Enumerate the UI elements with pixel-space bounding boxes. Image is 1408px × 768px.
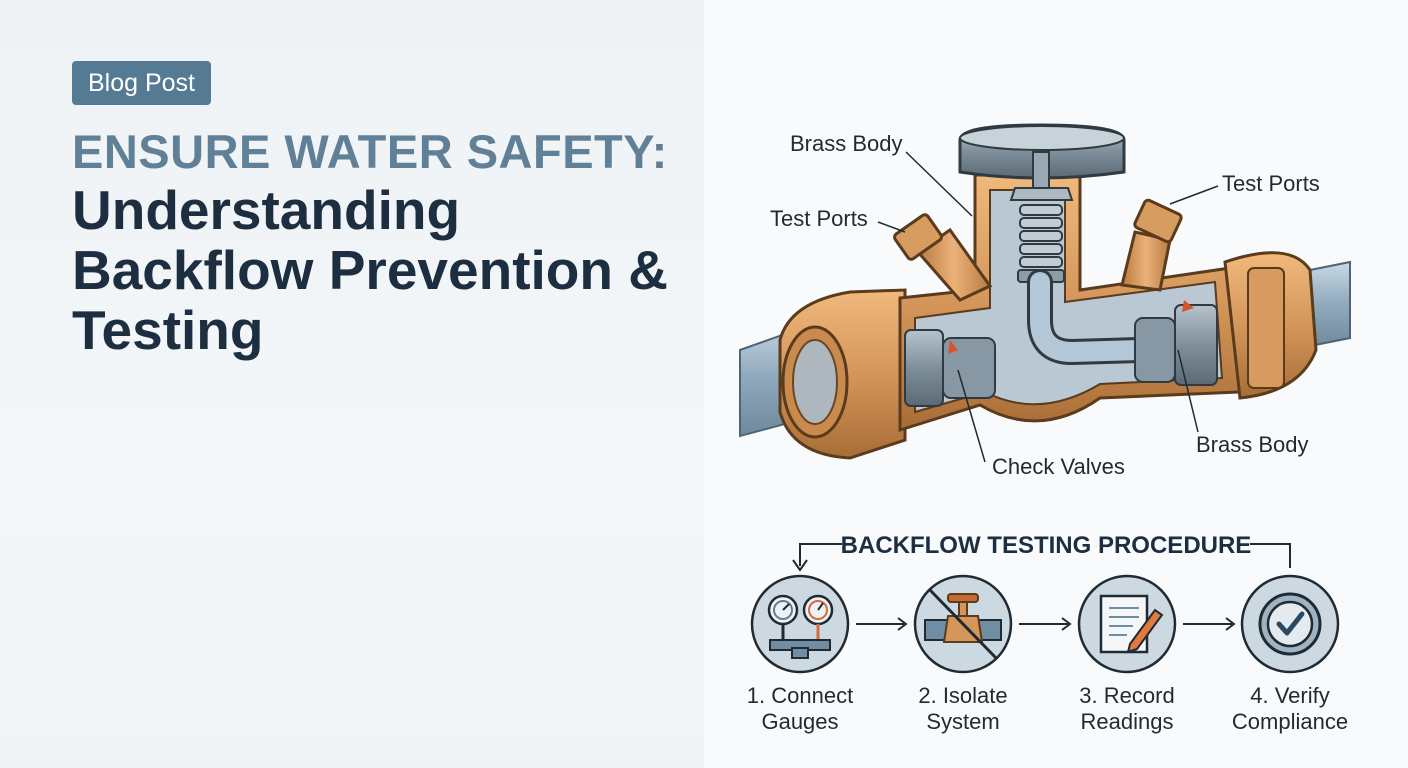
category-badge: Blog Post [72, 61, 212, 105]
step-4-label-line2: Compliance [1232, 709, 1348, 734]
step-connect-gauges [750, 574, 850, 674]
test-port-left [893, 213, 993, 302]
step-4-label-line1: 4. Verify [1250, 683, 1329, 708]
callout-brass-body-right: Brass Body [1196, 432, 1309, 457]
backflow-diagram: Brass Body Test Ports Test Ports Check V… [739, 123, 1351, 734]
check-valve-right [1134, 300, 1218, 386]
step-isolate-system [913, 574, 1013, 674]
step-record-readings [1077, 574, 1177, 674]
procedure-title: BACKFLOW TESTING PROCEDURE [841, 532, 1252, 559]
left-panel: Blog Post ENSURE WATER SAFETY: Understan… [0, 0, 704, 768]
relief-spring [1009, 151, 1074, 283]
step-1-label-line2: Gauges [761, 709, 838, 734]
headline-title: Understanding Backflow Prevention & Test… [72, 179, 668, 361]
step-verify-compliance [1240, 574, 1340, 674]
checkmark-badge-icon [1258, 592, 1322, 656]
step-1-label-line1: 1. Connect [747, 683, 853, 708]
shutoff-valve-icon [924, 588, 1002, 660]
step-3-label-line2: Readings [1081, 709, 1174, 734]
test-port-right [1120, 198, 1183, 292]
pressure-gauges-icon [767, 594, 834, 659]
clipboard-pencil-icon [1099, 594, 1164, 654]
callout-check-valves: Check Valves [992, 454, 1125, 479]
callout-test-ports-left: Test Ports [770, 206, 868, 231]
leader-lines [877, 151, 1219, 463]
step-2-label-line1: 2. Isolate [918, 683, 1007, 708]
step-2-label-line2: System [926, 709, 999, 734]
headline-kicker: ENSURE WATER SAFETY: [72, 125, 668, 178]
check-valve-left [904, 329, 996, 407]
procedure-header: BACKFLOW TESTING PROCEDURE [792, 532, 1291, 572]
step-3-label-line1: 3. Record [1079, 683, 1174, 708]
callout-test-ports-right: Test Ports [1222, 171, 1320, 196]
callout-brass-body-top: Brass Body [790, 131, 903, 156]
step-arrows [856, 617, 1236, 631]
